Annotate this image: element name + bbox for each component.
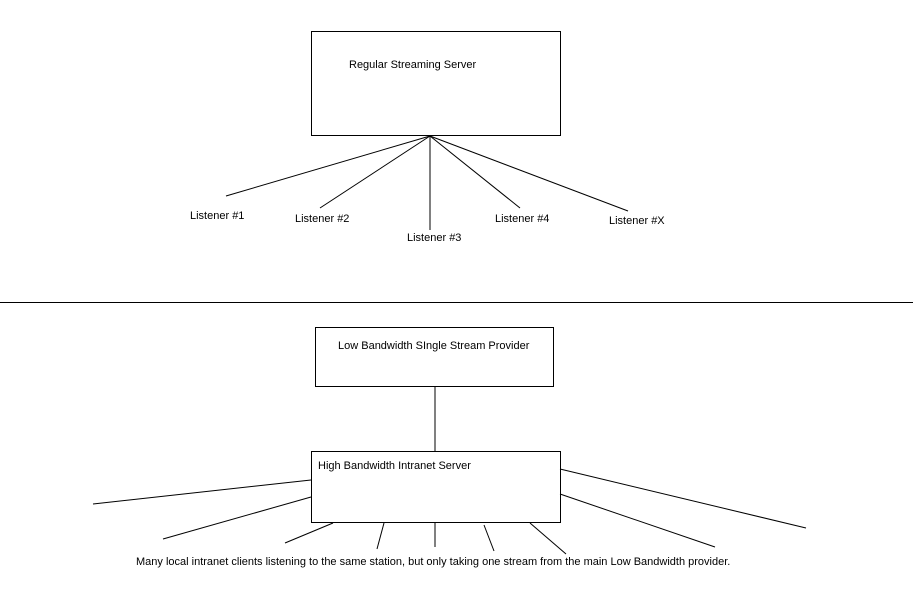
client-link	[376, 522, 385, 550]
client-link	[284, 522, 334, 544]
client-link	[559, 493, 716, 548]
regular-streaming-server-label: Regular Streaming Server	[349, 59, 477, 71]
low-bandwidth-provider-box	[315, 327, 554, 387]
listener-label-4: Listener #4	[495, 213, 550, 225]
caption: Many local intranet clients listening to…	[136, 556, 731, 568]
intranet-server-label: High Bandwidth Intranet Server	[318, 460, 471, 472]
client-link	[92, 479, 312, 505]
link-listener-2	[319, 135, 431, 209]
listener-label-x: Listener #X	[609, 215, 665, 227]
intranet-server-box	[311, 451, 561, 523]
client-link	[559, 468, 807, 529]
client-link	[162, 496, 312, 540]
client-link	[529, 522, 567, 555]
link-listener-1	[225, 135, 431, 197]
listener-label-2: Listener #2	[295, 213, 350, 225]
low-bandwidth-provider-label: Low Bandwidth SIngle Stream Provider	[338, 340, 530, 352]
listener-label-3: Listener #3	[407, 232, 462, 244]
link-listener-4	[429, 135, 521, 209]
regular-streaming-server-box	[311, 31, 561, 136]
client-link	[483, 524, 495, 552]
listener-label-1: Listener #1	[190, 210, 245, 222]
link-listener-x	[429, 135, 629, 212]
